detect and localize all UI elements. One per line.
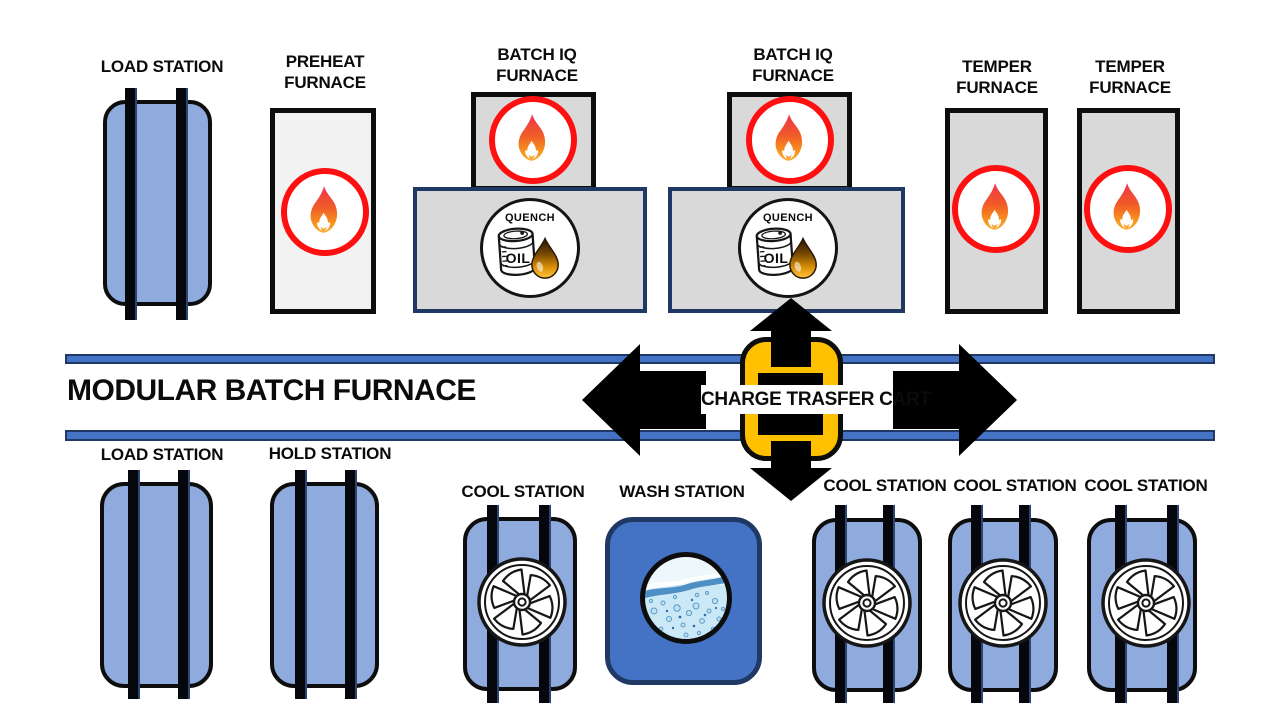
- wash-station-label: WASH STATION: [619, 482, 745, 501]
- load-station-top-box: [103, 100, 212, 306]
- fan-icon: [476, 556, 568, 648]
- fan-icon: [821, 557, 913, 649]
- flame-icon: [281, 168, 369, 256]
- arrow-down-icon: [750, 441, 832, 501]
- rail-bar: [125, 88, 137, 320]
- flame-icon: [952, 165, 1040, 253]
- rail-bar: [295, 470, 307, 699]
- oil-label: OIL: [505, 250, 531, 266]
- hold-station-box: [270, 482, 379, 688]
- quench-oil-icon: QUENCH OIL: [480, 198, 580, 298]
- batch-iq-furnace-2-label: BATCH IQ FURNACE: [752, 45, 834, 85]
- water-icon: [639, 551, 733, 645]
- cart-label-banner: CHARGE TRASFER CART: [701, 385, 931, 414]
- load-station-bottom-box: [100, 482, 213, 688]
- arrow-right-icon: [893, 344, 1017, 456]
- rail-bar: [128, 470, 140, 699]
- quench-label: QUENCH: [762, 212, 814, 224]
- cool-station-1-label: COOL STATION: [461, 482, 585, 501]
- temper-furnace-2-label: TEMPER FURNACE: [1089, 57, 1171, 97]
- quench-oil-icon: QUENCH OIL: [738, 198, 838, 298]
- cool-station-4-label: COOL STATION: [1084, 476, 1208, 495]
- cool-station-3-label: COOL STATION: [953, 476, 1077, 495]
- preheat-furnace-label: PREHEAT FURNACE: [284, 52, 366, 92]
- cool-station-2-label: COOL STATION: [823, 476, 947, 495]
- flame-icon: [1084, 165, 1172, 253]
- rail-bar: [345, 470, 357, 699]
- arrow-up-icon: [750, 298, 832, 367]
- rail-bar: [178, 470, 190, 699]
- load-station-bottom-label: LOAD STATION: [100, 445, 224, 464]
- temper-furnace-1-label: TEMPER FURNACE: [956, 57, 1038, 97]
- oil-label: OIL: [763, 250, 789, 266]
- flame-icon: [489, 96, 577, 184]
- quench-label: QUENCH: [504, 212, 556, 224]
- diagram-title: MODULAR BATCH FURNACE: [67, 374, 476, 407]
- arrow-left-icon: [582, 344, 706, 456]
- fan-icon: [957, 557, 1049, 649]
- fan-icon: [1100, 557, 1192, 649]
- batch-iq-furnace-1-label: BATCH IQ FURNACE: [496, 45, 578, 85]
- load-station-top-label: LOAD STATION: [100, 57, 224, 76]
- rail-bar: [176, 88, 188, 320]
- cart-label: CHARGE TRASFER CART: [701, 389, 931, 410]
- hold-station-label: HOLD STATION: [268, 444, 392, 463]
- flame-icon: [746, 96, 834, 184]
